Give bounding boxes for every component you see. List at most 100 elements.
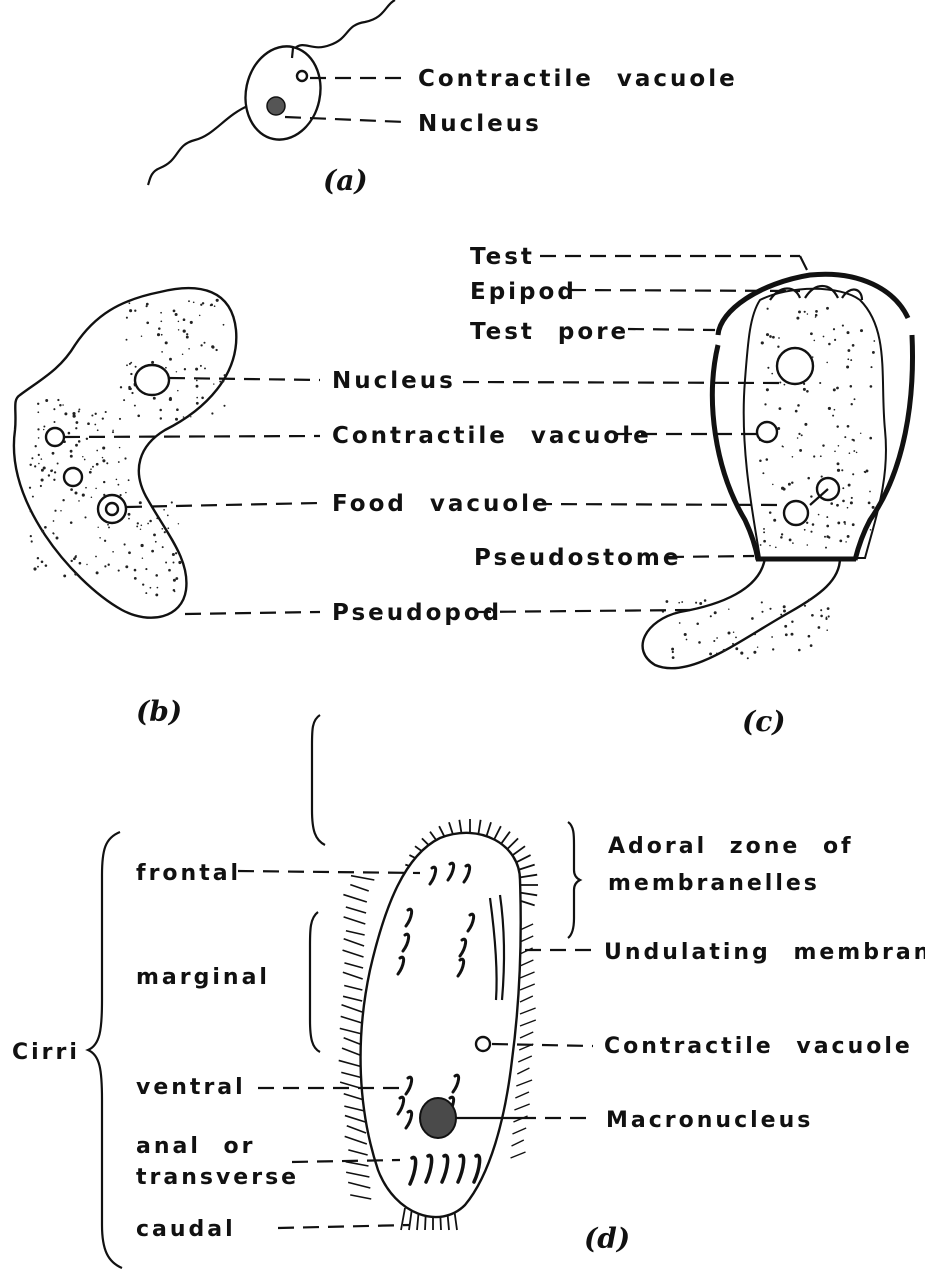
stipple-dot [843,521,845,523]
stipple-dot [45,399,48,402]
stipple-dot [129,363,131,365]
label-contractile-vacuole-b: Contractile vacuole [332,423,652,449]
stipple-dot [847,425,850,428]
cilium [339,1060,363,1067]
cilium [520,924,533,930]
stipple-dot [29,464,31,466]
panel-letter-a: (a) [323,164,368,197]
stipple-dot [117,484,119,486]
macronucleus-d [420,1098,456,1138]
stipple-dot [801,434,803,436]
stipple-dot [38,463,40,465]
nucleus-a [267,97,285,115]
stipple-dot [142,583,144,585]
stipple-dot [63,574,66,577]
stipple-dot [175,313,178,316]
stipple-dot [190,416,191,417]
cilium [344,986,362,990]
cilium [516,1080,532,1086]
stipple-dot [160,320,162,322]
stipple-dot [853,450,855,452]
stipple-dot [784,625,787,628]
stipple-dot [178,329,179,330]
stipple-dot [699,602,702,605]
flagellum-right [295,0,395,48]
stipple-dot [728,632,731,635]
stipple-dot [59,404,61,406]
cilium [346,907,366,913]
stipple-dot [847,507,849,509]
stipple-dot [780,614,782,616]
stipple-dot [75,444,78,447]
stipple-dot [782,445,784,447]
cilium [344,1094,364,1100]
stipple-dot [761,611,763,613]
stipple-dot [672,651,674,653]
stipple-dot [834,339,836,341]
stipple-dot [825,547,827,549]
stipple-dot [763,528,765,530]
stipple-dot [175,577,178,580]
stipple-dot [860,433,861,434]
label-test: Test [470,244,535,270]
stipple-dot [184,368,186,370]
contractile-vacuole-c [757,422,777,442]
stipple-dot [810,332,813,335]
stipple-dot [204,367,206,369]
stipple-dot [165,341,168,344]
membranelle [519,875,537,878]
panel-d: frontal marginal ventral anal or transve… [12,715,925,1268]
stipple-dot [78,440,81,443]
stipple-dot [783,610,786,613]
stipple-dot [832,415,834,417]
stipple-dot [779,381,781,383]
stipple-dot [798,649,801,652]
stipple-dot [789,539,792,542]
stipple-dot [146,321,149,324]
stipple-dot [822,444,824,446]
panel-a: Contractile vacuole Nucleus (a) [148,0,738,197]
stipple-dot [733,632,734,633]
stipple-dot [105,411,107,413]
cilium [346,1162,369,1166]
stipple-dot [820,615,823,618]
stipple-dot [807,313,809,315]
stipple-dot [783,605,786,608]
stipple-dot [56,537,59,540]
stipple-dot [130,373,132,375]
label-frontal: frontal [136,861,241,886]
cilium [511,1152,526,1158]
stipple-dot [847,358,849,360]
stipple-dot [102,459,105,462]
stipple-dot [41,530,44,533]
stipple-dot [714,611,717,614]
stipple-dot [199,315,201,317]
stipple-dot [763,540,766,543]
stipple-dot [825,618,827,620]
stipple-dot [214,305,216,307]
stipple-dot [824,536,826,538]
stipple-dot [828,615,830,617]
stipple-dot [37,566,39,568]
stipple-dot [766,333,769,336]
stipple-dot [826,516,828,518]
stipple-dot [125,565,128,568]
stipple-dot [150,587,152,589]
stipple-dot [168,569,171,572]
stipple-dot [102,417,104,419]
stipple-dot [792,542,794,544]
cilium [344,963,363,968]
stipple-dot [769,545,770,546]
stipple-dot [872,506,875,509]
stipple-dot [804,529,806,531]
stipple-dot [798,310,801,313]
stipple-dot [75,555,77,557]
stipple-dot [686,639,688,641]
stipple-dot [732,643,734,645]
stipple-dot [33,567,36,570]
stipple-dot [161,528,163,530]
stipple-dot [211,345,214,348]
stipple-dot [141,525,143,527]
stipple-dot [826,629,828,631]
stipple-dot [766,458,769,461]
